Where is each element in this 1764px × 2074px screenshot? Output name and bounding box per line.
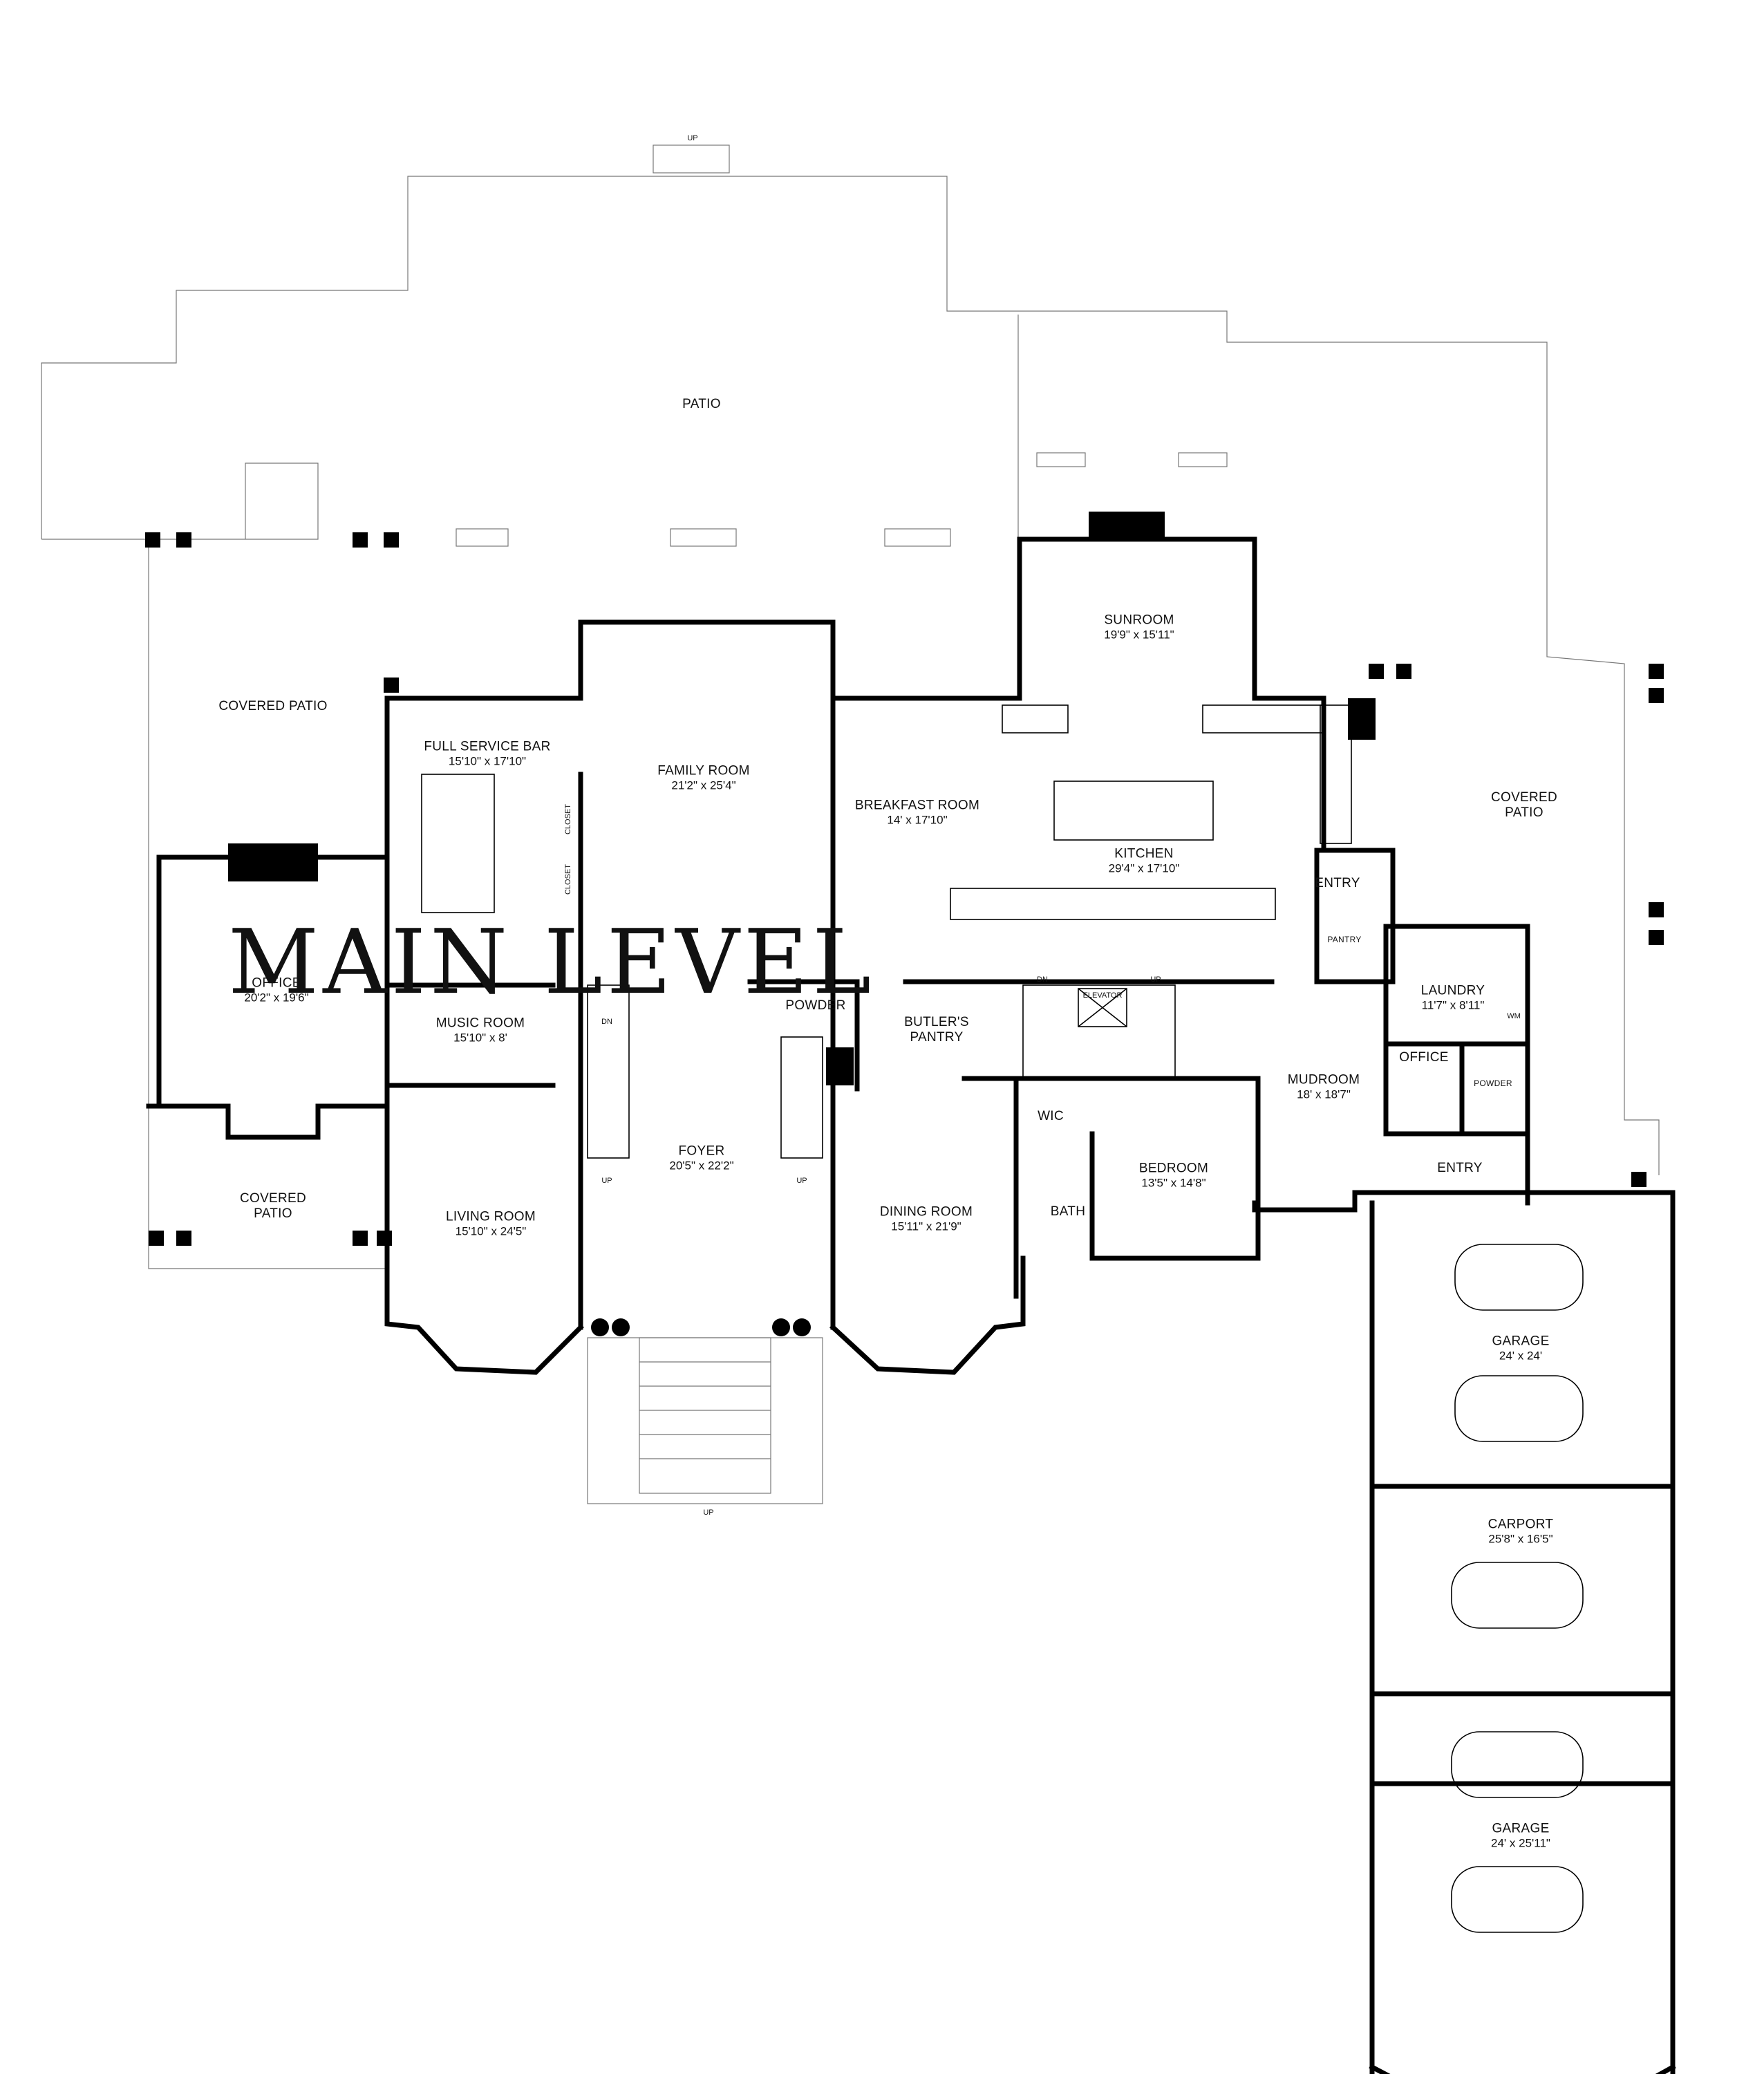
room-bath: BATH bbox=[1050, 1204, 1086, 1220]
cars bbox=[1451, 1244, 1584, 1933]
room-butlers-pantry: BUTLER'S PANTRY bbox=[904, 1015, 969, 1045]
stairs bbox=[587, 984, 1176, 1159]
room-office-small: OFFICE bbox=[1399, 1050, 1449, 1065]
dn-label-stair-left: DN bbox=[601, 1018, 612, 1026]
room-entry-upper: ENTRY bbox=[1315, 876, 1360, 891]
dn-label-elevator-stair: DN bbox=[1037, 975, 1048, 984]
columns bbox=[145, 512, 1664, 1246]
wm-label: WM bbox=[1507, 1012, 1521, 1020]
closet-label-upper: CLOSET bbox=[564, 803, 572, 835]
room-entry-lower: ENTRY bbox=[1437, 1161, 1483, 1176]
up-label-stair-right: UP bbox=[796, 1177, 807, 1185]
patio-steps bbox=[653, 144, 730, 174]
room-covered-patio-lower: COVERED PATIO bbox=[239, 1191, 307, 1221]
up-label-stair-left: UP bbox=[601, 1177, 612, 1185]
up-label-patio: UP bbox=[687, 134, 698, 142]
room-covered-patio-right: COVERED PATIO bbox=[1490, 790, 1558, 820]
kitchen-fixtures bbox=[421, 704, 1352, 920]
front-columns bbox=[591, 1318, 811, 1336]
room-powder-right: POWDER bbox=[1474, 1078, 1512, 1089]
room-wic: WIC bbox=[1038, 1109, 1064, 1124]
patio-outline bbox=[41, 176, 1660, 1175]
exterior-walls bbox=[146, 536, 1676, 2074]
room-powder-center: POWDER bbox=[785, 998, 846, 1013]
room-pantry: PANTRY bbox=[1327, 935, 1362, 945]
up-label-front: UP bbox=[703, 1508, 714, 1517]
room-covered-patio-left: COVERED PATIO bbox=[218, 699, 328, 714]
front-steps bbox=[587, 1337, 823, 1504]
room-patio: PATIO bbox=[682, 397, 721, 412]
level-title: MAIN LEVEL bbox=[228, 911, 876, 1014]
elevator-label: ELEVATOR bbox=[1082, 991, 1123, 1000]
closet-label-lower: CLOSET bbox=[564, 863, 572, 895]
up-label-elevator-stair: UP bbox=[1150, 975, 1161, 984]
